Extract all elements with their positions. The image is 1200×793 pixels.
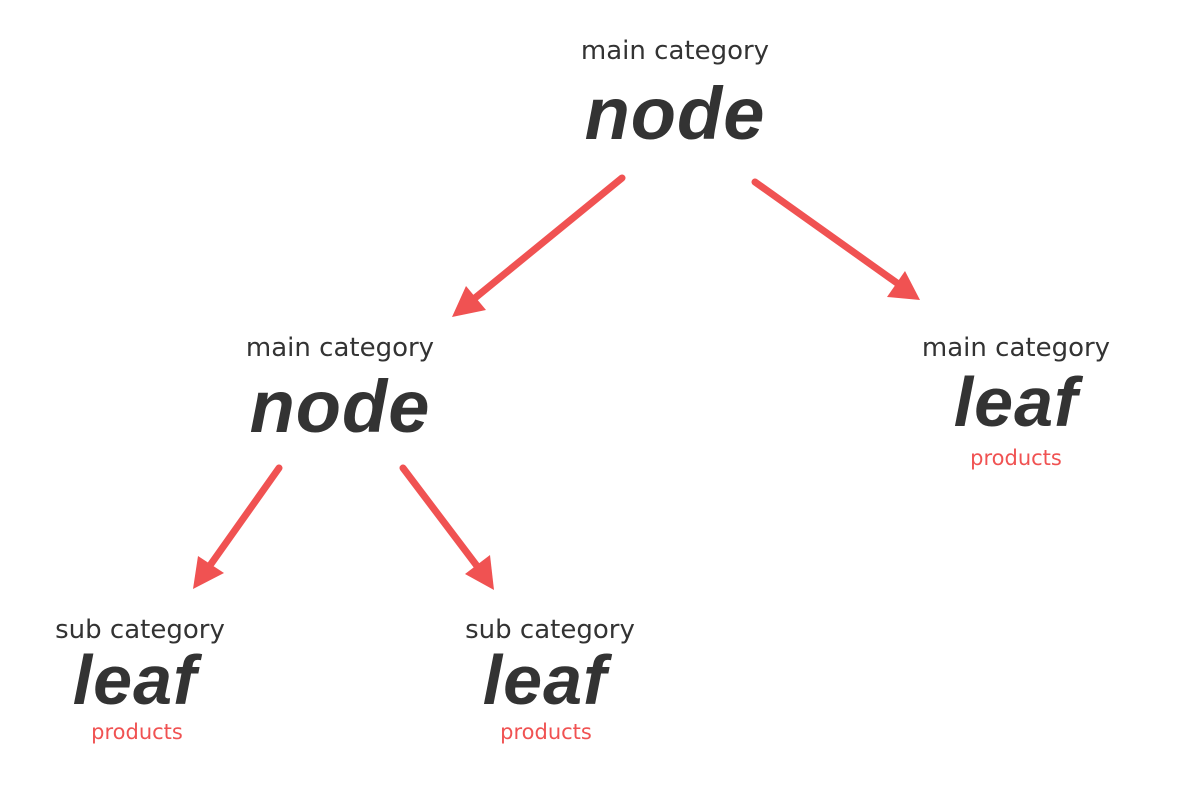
right-leaf-node: main category leaf products — [866, 333, 1166, 471]
mid-node: main category node — [190, 333, 490, 447]
sub-leaf-right-content-label: products — [500, 720, 592, 744]
sub-leaf-left-type-label: leaf — [72, 641, 198, 719]
arrow-root-to-right-leaf — [751, 178, 920, 300]
sub-leaf-left-content-label: products — [91, 720, 183, 744]
right-leaf-category-label: main category — [921, 333, 1111, 363]
right-leaf-type-label: leaf — [953, 363, 1079, 441]
sub-leaf-right-type-label: leaf — [482, 641, 608, 719]
sub-leaf-left-category-label: sub category — [55, 615, 225, 645]
root-category-label: main category — [580, 36, 770, 66]
arrow-root-to-mid — [452, 174, 626, 317]
root-type-label: node — [584, 72, 766, 155]
root-node: main category node — [525, 36, 825, 154]
sub-leaf-right-category-label: sub category — [465, 615, 635, 645]
sub-leaf-right-node: sub category leaf products — [420, 615, 680, 745]
arrow-mid-to-sub-leaf-left — [193, 464, 283, 589]
sub-leaf-left-node: sub category leaf products — [10, 615, 270, 745]
arrow-mid-to-sub-leaf-right — [399, 464, 494, 590]
mid-category-label: main category — [245, 333, 435, 363]
mid-type-label: node — [249, 365, 431, 448]
right-leaf-content-label: products — [970, 446, 1062, 470]
